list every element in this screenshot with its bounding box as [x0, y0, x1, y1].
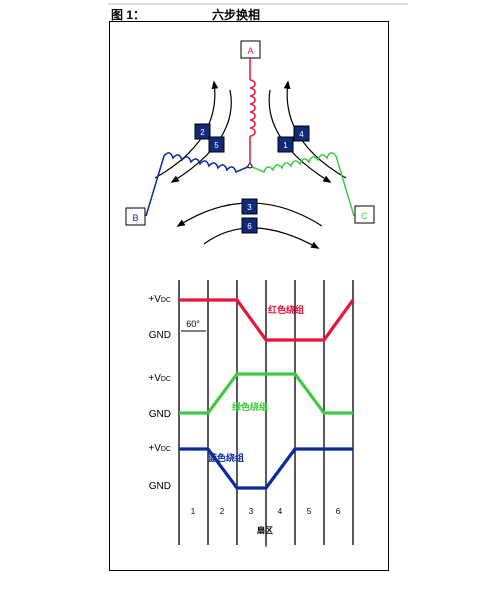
level-label-red-low: GND — [149, 330, 171, 341]
svg-text:3: 3 — [247, 203, 252, 212]
figure-title: 六步换相 — [212, 8, 261, 22]
terminal-b: B — [125, 207, 146, 226]
sector-axis-label: 扇区 — [257, 525, 273, 535]
sector-labels: 1 2 3 4 5 6 — [191, 507, 341, 516]
flow-arrow-bottom-lower — [203, 227, 320, 249]
series-label-green: 绿色绕组 — [232, 401, 268, 412]
svg-text:2: 2 — [200, 128, 205, 137]
level-label-green-low: GND — [149, 409, 171, 420]
wave-trace-red — [179, 298, 355, 342]
svg-text:A: A — [247, 46, 253, 56]
terminal-a: A — [240, 40, 261, 59]
sector-label-3: 3 — [249, 507, 254, 516]
terminal-c: C — [354, 205, 375, 224]
step-box-4: 4 — [293, 125, 310, 142]
sector-label-6: 6 — [336, 507, 341, 516]
waveform-diagram: +VDC GND +VDC GND +VDC GND 60° 红色绕组 绿色绕组… — [148, 280, 355, 547]
level-label-blue-low: GND — [149, 481, 171, 492]
series-label-blue: 蓝色绕组 — [208, 452, 244, 463]
svg-text:5: 5 — [214, 141, 219, 150]
level-labels: +VDC GND +VDC GND +VDC GND — [148, 294, 171, 492]
level-label-green-high: +VDC — [148, 373, 171, 384]
step-box-6: 6 — [241, 217, 258, 234]
series-label-red: 红色绕组 — [268, 304, 304, 315]
header-rule — [108, 3, 408, 5]
svg-text:C: C — [361, 211, 368, 221]
sector-label-4: 4 — [278, 507, 283, 516]
step-box-3: 3 — [241, 198, 258, 215]
star-point — [247, 163, 253, 169]
angle-annotation: 60° — [181, 319, 206, 332]
svg-text:60°: 60° — [186, 319, 200, 329]
phase-b-winding — [145, 152, 251, 217]
svg-text:1: 1 — [283, 141, 288, 150]
sector-label-5: 5 — [307, 507, 312, 516]
phase-a-coil — [249, 79, 256, 137]
svg-text:B: B — [132, 213, 138, 223]
svg-text:6: 6 — [247, 222, 252, 231]
wave-trace-blue — [179, 447, 353, 490]
svg-text:4: 4 — [299, 130, 304, 139]
wave-traces — [179, 298, 355, 490]
step-box-2: 2 — [194, 123, 211, 140]
step-box-1: 1 — [277, 136, 294, 153]
sector-label-1: 1 — [191, 507, 196, 516]
level-label-blue-high: +VDC — [148, 443, 171, 454]
motor-diagram: A B C 2 5 4 1 3 — [125, 40, 375, 249]
step-box-5: 5 — [208, 136, 225, 153]
wave-trace-green — [179, 372, 353, 415]
figure-label: 图 1： — [111, 8, 146, 22]
phase-c-winding — [249, 152, 355, 217]
level-label-red-high: +VDC — [148, 294, 171, 305]
sector-label-2: 2 — [220, 507, 225, 516]
figure-frame — [109, 21, 389, 571]
